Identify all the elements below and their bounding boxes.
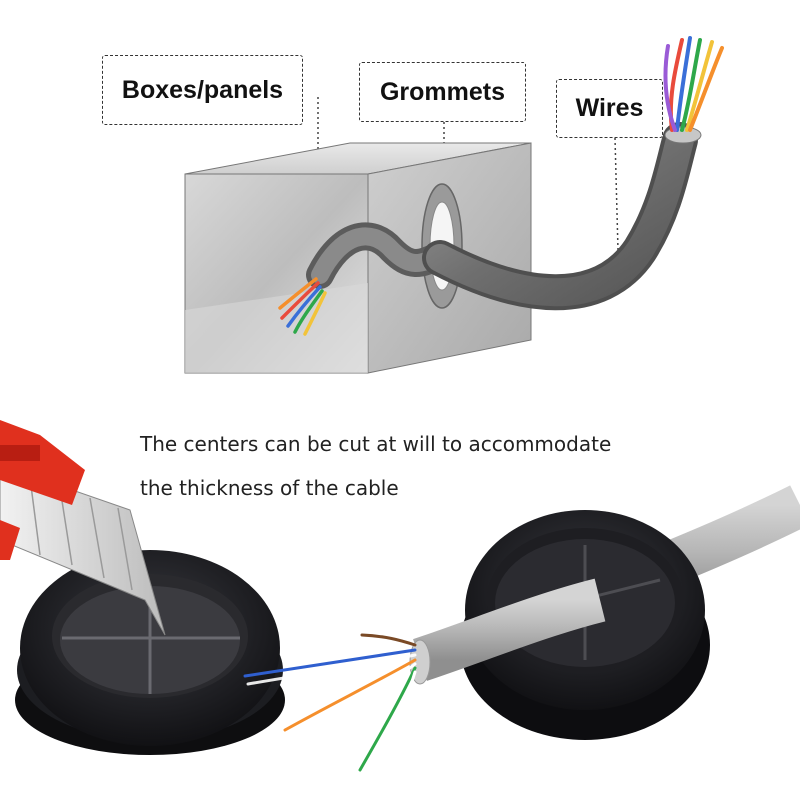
cable-illustration [278, 36, 724, 336]
label-wires: Wires [556, 79, 663, 138]
caption-line-1: The centers can be cut at will to accomm… [140, 432, 612, 456]
grommet-photo [15, 550, 285, 755]
label-grommets: Grommets [359, 62, 526, 122]
label-boxes-panels: Boxes/panels [102, 55, 303, 125]
utility-knife-photo [0, 420, 166, 636]
caption-line-2: the thickness of the cable [140, 476, 399, 500]
box-illustration [184, 97, 619, 374]
grommet-with-cable-photo [243, 485, 800, 777]
